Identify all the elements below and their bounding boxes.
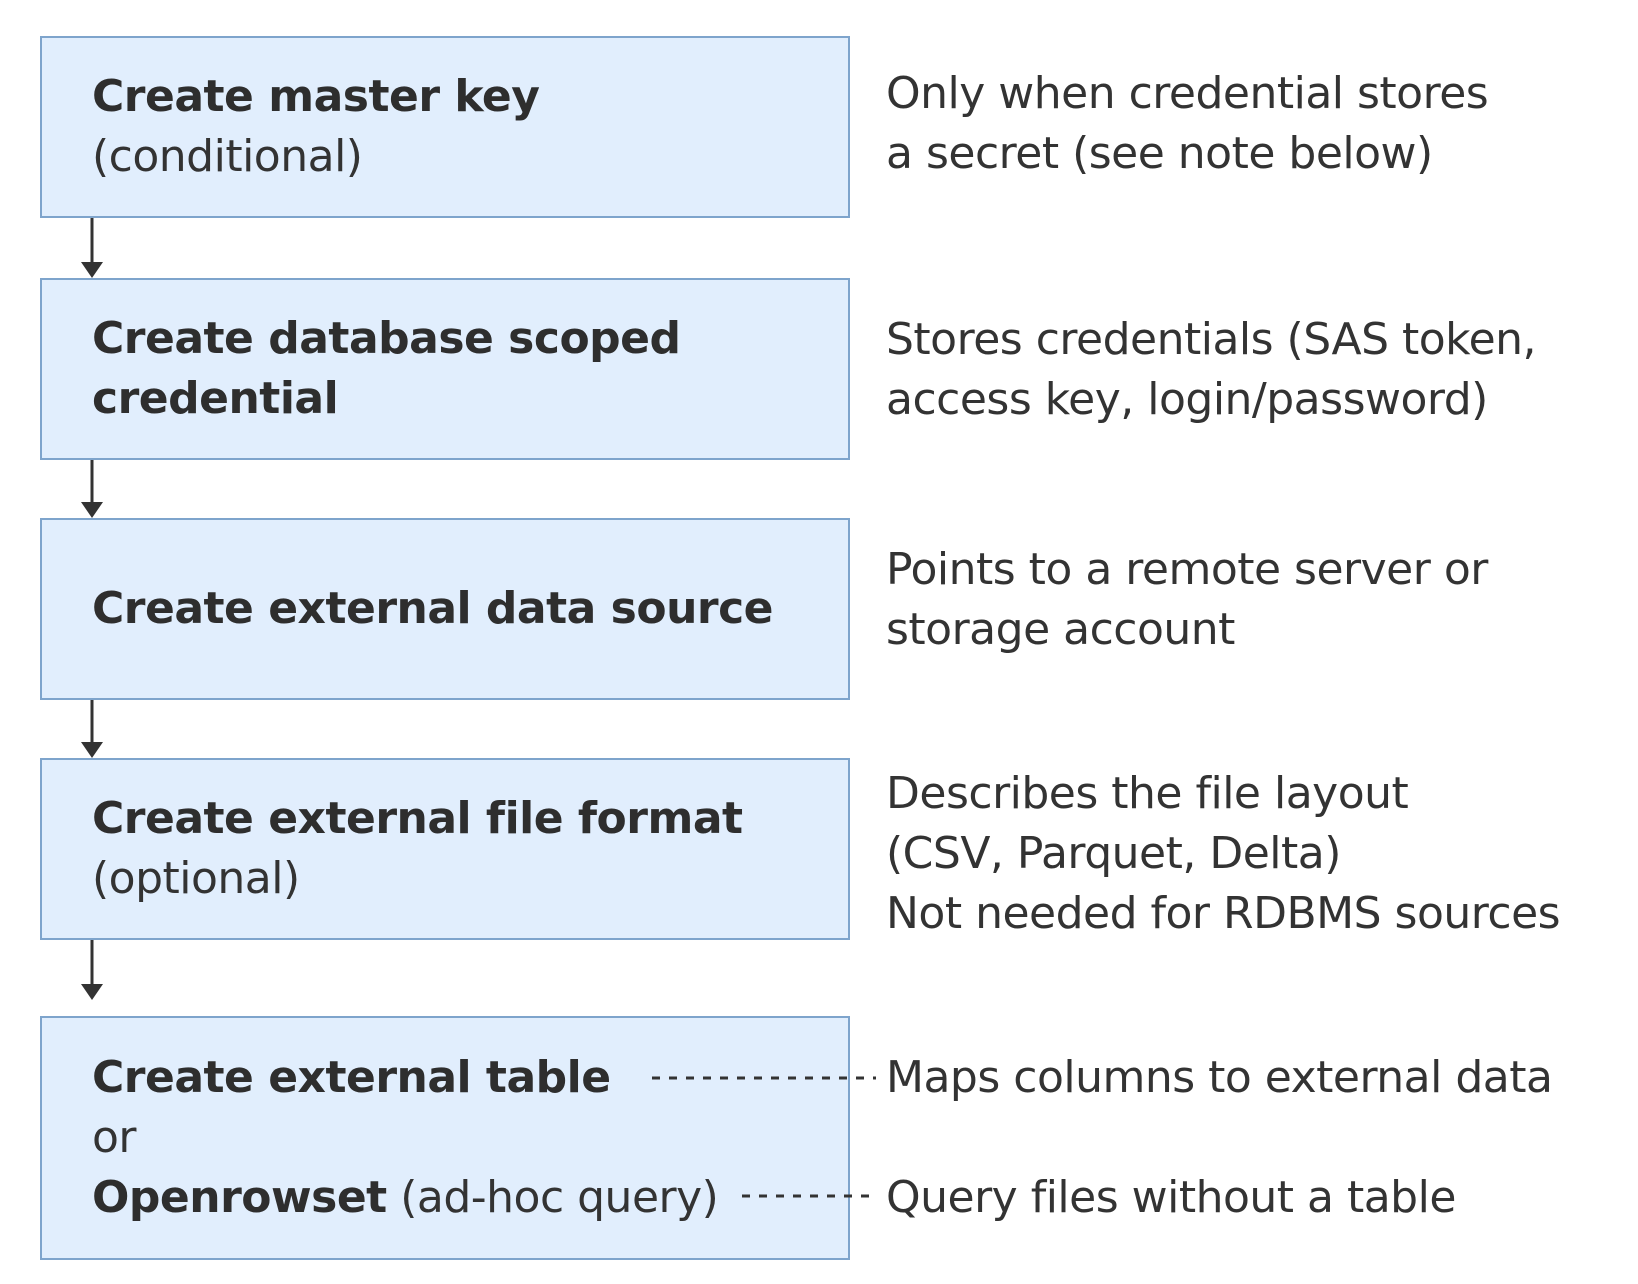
- step-alt-title: Openrowset: [92, 1172, 387, 1223]
- step-title: Create database scoped: [92, 313, 681, 364]
- step-title: Create external table: [92, 1052, 611, 1103]
- step-note: Only when credential stores a secret (se…: [886, 64, 1489, 184]
- step-title: credential: [92, 373, 339, 424]
- step-note-openrowset: Query files without a table: [886, 1172, 1456, 1223]
- arrow-2: [81, 460, 103, 518]
- note-line: Not needed for RDBMS sources: [886, 888, 1561, 939]
- note-line: Points to a remote server or: [886, 544, 1488, 595]
- step-subtitle: (conditional): [92, 131, 363, 182]
- step-note-external-table: Maps columns to external data: [886, 1052, 1553, 1103]
- arrow-4: [81, 940, 103, 1000]
- step-create-external-table-or-openrowset: Create external table or Openrowset (ad-…: [40, 1016, 850, 1260]
- step-separator: or: [92, 1112, 137, 1163]
- step-note: Describes the file layout (CSV, Parquet,…: [886, 764, 1561, 944]
- note-line: Only when credential stores: [886, 68, 1489, 119]
- arrow-3: [81, 700, 103, 758]
- step-note: Stores credentials (SAS token, access ke…: [886, 310, 1537, 430]
- note-line: a secret (see note below): [886, 128, 1433, 179]
- step-note: Points to a remote server or storage acc…: [886, 540, 1488, 660]
- note-line: Describes the file layout: [886, 768, 1409, 819]
- step-create-external-data-source: Create external data source: [40, 518, 850, 700]
- step-alt-title-line: Openrowset (ad-hoc query): [92, 1168, 848, 1228]
- step-title: Create master key: [92, 71, 540, 122]
- step-alt-suffix: (ad-hoc query): [386, 1172, 719, 1223]
- note-line: (CSV, Parquet, Delta): [886, 828, 1341, 879]
- note-line: access key, login/password): [886, 374, 1488, 425]
- step-create-master-key: Create master key (conditional): [40, 36, 850, 218]
- step-subtitle: (optional): [92, 853, 300, 904]
- step-create-external-file-format: Create external file format (optional): [40, 758, 850, 940]
- note-line: Stores credentials (SAS token,: [886, 314, 1537, 365]
- step-title: Create external data source: [92, 583, 774, 634]
- step-title: Create external file format: [92, 793, 743, 844]
- step-create-database-scoped-credential: Create database scoped credential: [40, 278, 850, 460]
- note-line: storage account: [886, 604, 1235, 655]
- arrow-1: [81, 218, 103, 278]
